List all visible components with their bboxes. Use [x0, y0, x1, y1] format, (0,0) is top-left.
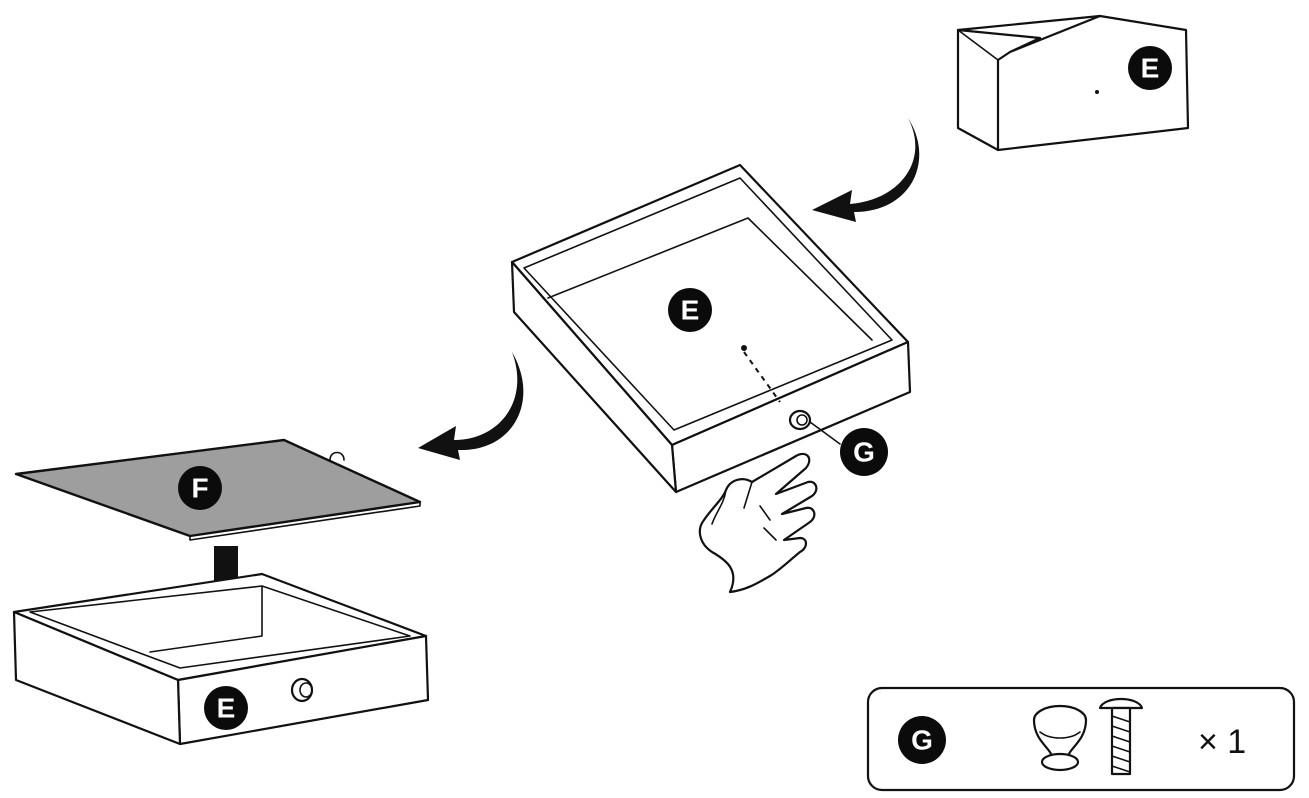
label-g-legend: G	[898, 716, 946, 764]
hand-icon	[698, 452, 818, 594]
label-g-knob: G	[840, 428, 888, 476]
bolt-icon	[1098, 697, 1144, 776]
svg-text:F: F	[191, 473, 208, 504]
svg-text:G: G	[853, 437, 875, 468]
label-e-panel: E	[1128, 46, 1172, 90]
svg-text:G: G	[911, 725, 933, 756]
svg-text:E: E	[681, 295, 700, 326]
label-e-assembled: E	[204, 686, 248, 730]
svg-text:E: E	[217, 693, 236, 724]
knob-icon	[1032, 704, 1088, 772]
label-e-drawer: E	[668, 288, 712, 332]
curved-arrow-panel-to-drawer	[812, 118, 920, 222]
drawer-panel-e	[956, 14, 1190, 152]
curved-arrow-drawer-to-bottom	[418, 352, 524, 460]
legend-quantity: × 1	[1198, 723, 1246, 761]
knob-g-on-drawer	[788, 409, 841, 445]
svg-text:E: E	[1141, 53, 1160, 84]
label-f-bottom: F	[178, 466, 222, 510]
